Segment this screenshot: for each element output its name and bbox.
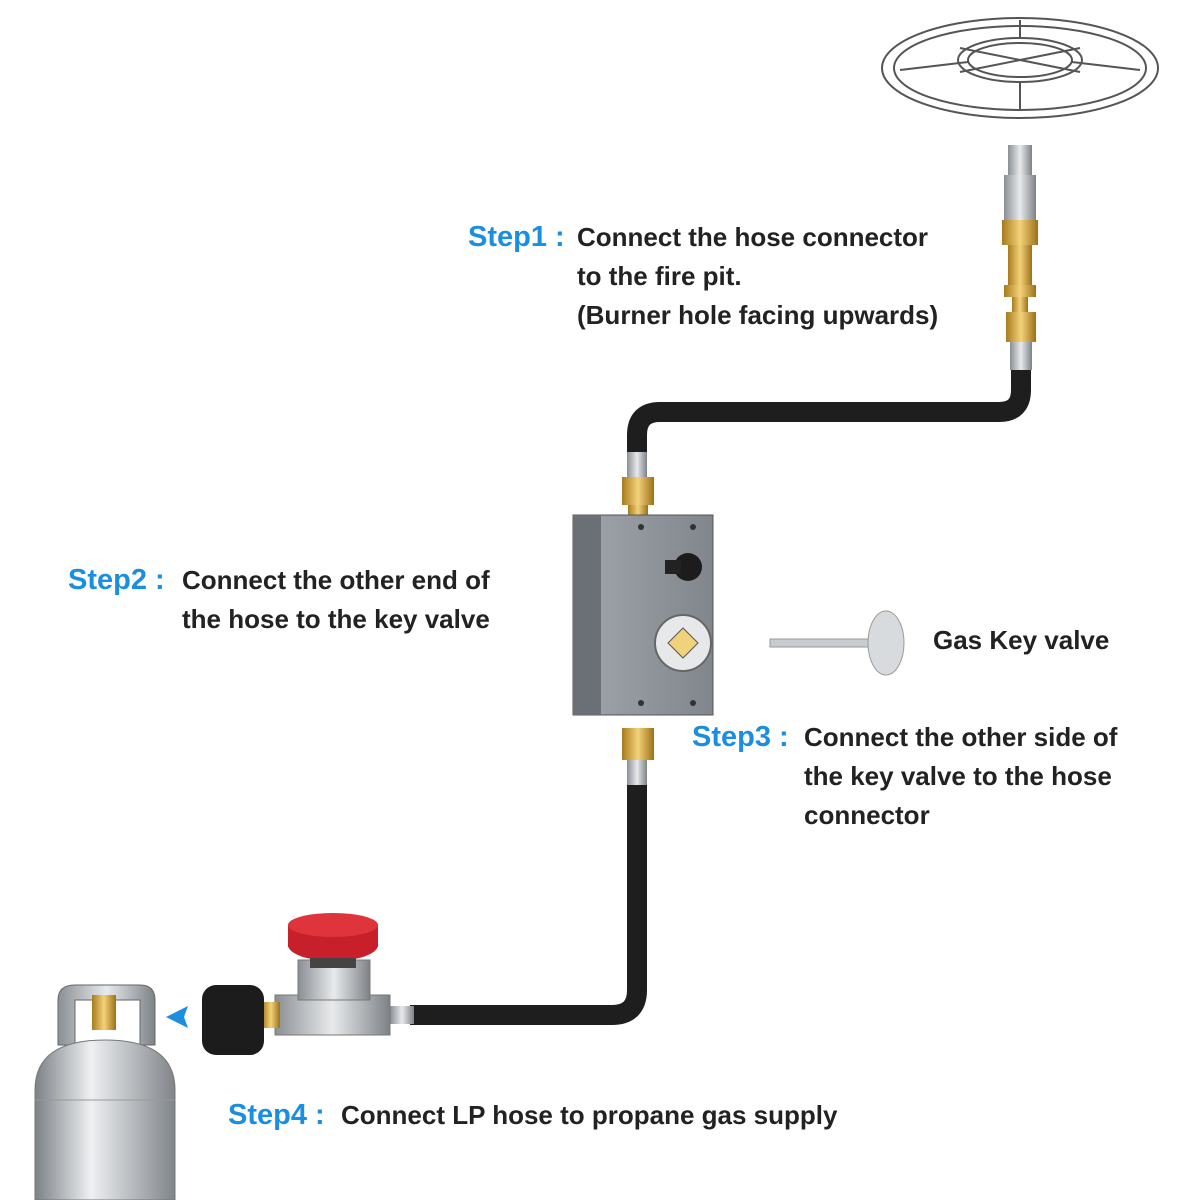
step4-line: Connect LP hose to propane gas supply [341,1100,838,1130]
step1-line: Connect the hose connector [577,222,929,252]
hose-connector-icon [1002,145,1038,370]
step4-label: Step4 : [228,1099,325,1131]
key-valve-box-icon [572,514,714,716]
step3-label: Step3 : [692,721,789,753]
tank-coupling-icon [202,985,280,1055]
fire-pit-burner-ring-icon [881,17,1159,119]
step1-text: Connect the hose connector to the fire p… [577,218,938,335]
regulator-icon [274,913,414,1036]
step2-label: Step2 : [68,564,165,596]
propane-tank-icon [34,984,176,1200]
step3-text: Connect the other side of the key valve … [804,718,1117,835]
brass-fitting-icon [622,477,654,505]
step4-text: Connect LP hose to propane gas supply [341,1096,837,1135]
gas-hose-upper-icon [627,370,1031,455]
step1-line: to the fire pit. [577,261,742,291]
gas-key-icon [769,610,905,676]
step2-line: Connect the other end of [182,565,490,595]
arrow-left-icon [166,1006,188,1028]
gas-hose-lower-icon [410,785,647,1025]
step3-line: Connect the other side of [804,722,1118,752]
step3-line: the key valve to the hose [804,761,1112,791]
step2-text: Connect the other end of the hose to the… [182,561,490,639]
step3-line: connector [804,800,930,830]
step2-line: the hose to the key valve [182,604,490,634]
step1-line: (Burner hole facing upwards) [577,300,939,330]
step1-label: Step1 : [468,221,565,253]
gas-key-label: Gas Key valve [933,625,1110,655]
hose-fitting-icon [627,452,647,477]
